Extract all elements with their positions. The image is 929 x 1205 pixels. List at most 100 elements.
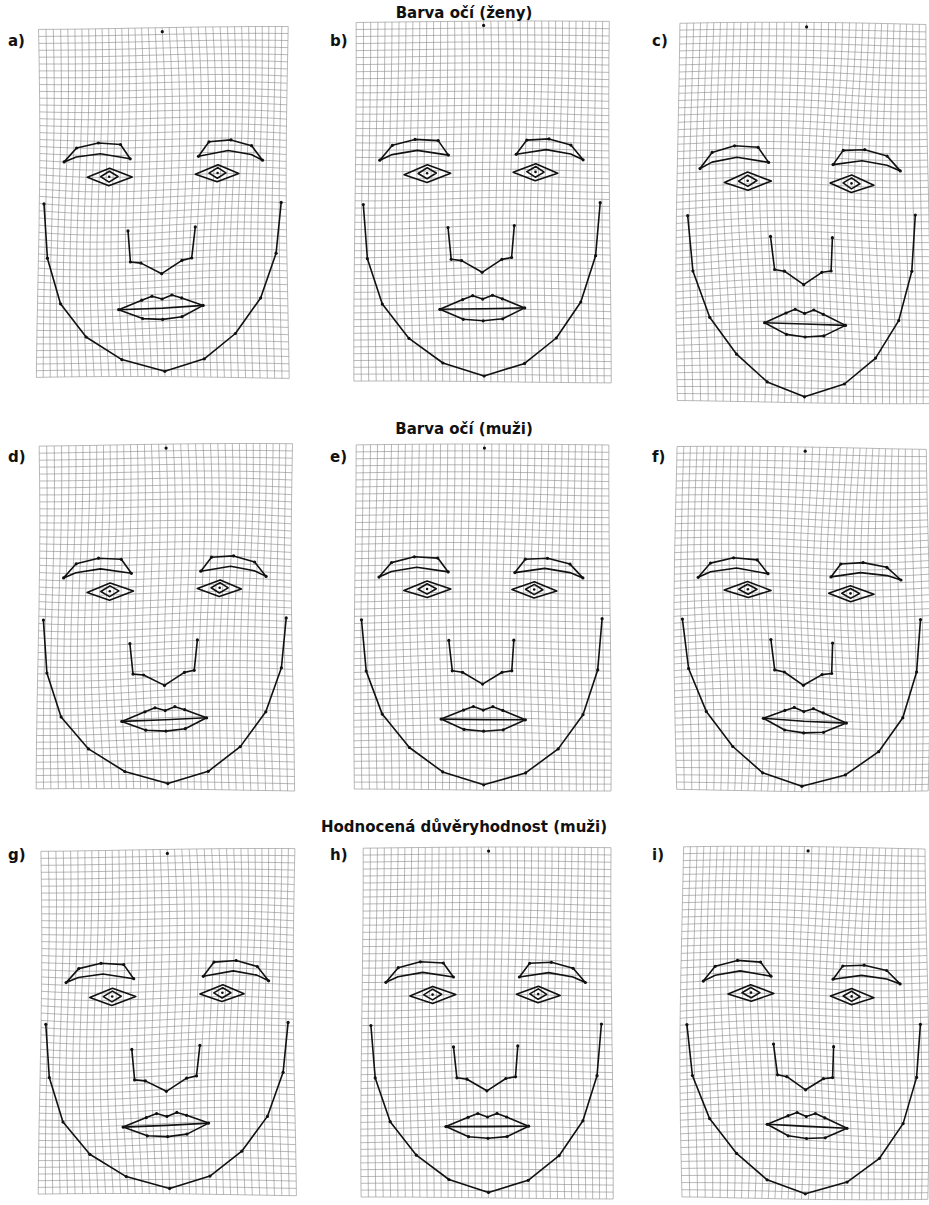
- landmark-dot: [384, 981, 387, 984]
- warp-grid-line: [676, 231, 929, 238]
- warp-grid-line: [801, 22, 806, 402]
- warp-grid-line: [676, 746, 929, 751]
- landmark-dot: [899, 169, 902, 172]
- warp-grid-line: [356, 113, 609, 116]
- warp-grid-line: [587, 21, 590, 383]
- warp-grid-line: [674, 620, 929, 625]
- warp-grid-line: [84, 445, 90, 788]
- landmark-dot: [845, 1127, 848, 1130]
- landmark-dot: [844, 324, 847, 327]
- warp-grid-line: [431, 22, 436, 382]
- landmark-dot: [360, 618, 363, 621]
- landmark-dot: [850, 182, 853, 185]
- warp-grid-line: [687, 446, 692, 789]
- warp-grid-line: [680, 1103, 929, 1110]
- warp-grid-line: [129, 850, 135, 1194]
- warp-grid-line: [415, 848, 420, 1198]
- landmark-dot: [221, 992, 224, 995]
- lips-line: [440, 308, 525, 309]
- landmark-dot: [805, 25, 808, 28]
- warp-grid-line: [178, 444, 183, 789]
- eyebrow-outline: [380, 139, 449, 160]
- landmark-dot: [733, 144, 736, 147]
- warp-grid-line: [39, 229, 287, 235]
- landmark-dot: [440, 718, 443, 721]
- landmark-dot: [133, 1078, 136, 1081]
- landmark-dot: [275, 252, 278, 255]
- warp-grid-line: [354, 381, 611, 383]
- warp-grid-line: [361, 22, 364, 381]
- warp-grid-line: [693, 847, 697, 1198]
- warp-grid-line: [677, 204, 929, 210]
- warp-grid-line: [683, 874, 925, 879]
- warp-grid-line: [354, 367, 611, 369]
- warp-grid-line: [595, 21, 598, 383]
- warp-grid-line: [363, 847, 611, 848]
- warp-grid-line: [573, 21, 577, 383]
- landmark-dot: [824, 1136, 827, 1139]
- landmark-dot: [111, 995, 114, 998]
- warp-grid-line: [551, 21, 556, 382]
- landmark-dot: [830, 672, 833, 675]
- landmark-dot: [413, 138, 416, 141]
- warp-grid-line: [354, 253, 610, 258]
- landmark-dot: [767, 161, 770, 164]
- landmark-dot: [60, 715, 63, 718]
- landmark-dot: [783, 728, 786, 731]
- warp-grid-line: [40, 110, 287, 113]
- warp-grid-line: [676, 293, 929, 299]
- warp-grid-line: [39, 208, 286, 213]
- warp-grid-line: [361, 1112, 613, 1116]
- warp-grid-line: [679, 64, 926, 69]
- landmark-dot: [61, 1120, 64, 1123]
- eye-outline: [724, 582, 771, 598]
- warp-grid-line: [678, 120, 927, 126]
- warp-grid-line: [674, 667, 929, 673]
- landmark-dot: [447, 570, 450, 573]
- warp-grid-line: [355, 557, 609, 560]
- landmark-dot: [527, 1179, 530, 1182]
- landmark-dot: [919, 618, 922, 621]
- landmark-dot: [846, 1181, 849, 1184]
- warp-grid-line: [874, 848, 881, 1200]
- warp-grid-line: [513, 847, 517, 1198]
- landmark-dot: [584, 981, 587, 984]
- warp-grid-line: [680, 1075, 929, 1081]
- warp-grid-line: [674, 674, 929, 681]
- landmark-dot: [803, 312, 806, 315]
- warp-grid-line: [40, 563, 292, 566]
- warp-grid-line: [361, 1105, 613, 1109]
- lips-outline: [440, 295, 525, 321]
- warp-grid-line: [362, 1036, 613, 1040]
- warp-grid-line: [40, 1100, 295, 1107]
- landmark-dot: [897, 319, 900, 322]
- landmark-dot: [546, 557, 549, 560]
- warp-grid-line: [361, 1042, 612, 1046]
- landmark-dot: [491, 294, 494, 297]
- landmark-dot: [485, 1089, 488, 1092]
- warp-grid-line: [118, 28, 124, 376]
- landmark-dot: [487, 850, 490, 853]
- warp-grid-line: [355, 176, 609, 179]
- warp-grid-line: [609, 21, 611, 383]
- warp-grid-line: [40, 492, 292, 495]
- landmark-dot: [501, 709, 504, 712]
- landmark-dot: [550, 961, 553, 964]
- landmark-dot: [899, 578, 902, 581]
- warp-grid-line: [38, 284, 288, 291]
- warp-grid-line: [354, 696, 611, 700]
- warp-grid-line: [169, 28, 173, 377]
- landmark-dot: [534, 171, 537, 174]
- eye-outline: [728, 985, 774, 1002]
- landmark-dot: [915, 670, 918, 673]
- landmark-dot: [510, 256, 513, 259]
- warp-grid-line: [363, 882, 611, 885]
- landmark-dot: [253, 560, 256, 563]
- warp-grid-line: [40, 138, 287, 141]
- warp-grid-line: [509, 21, 513, 382]
- eye-outline: [200, 985, 244, 1002]
- landmark-dot: [784, 311, 787, 314]
- lips-outline: [765, 309, 846, 337]
- landmark-dot: [65, 981, 68, 984]
- warp-grid-line: [37, 709, 294, 715]
